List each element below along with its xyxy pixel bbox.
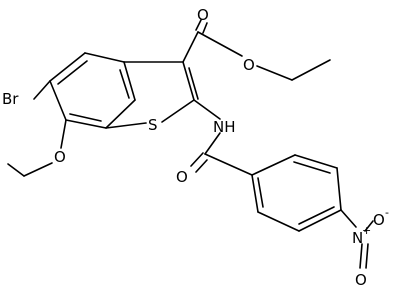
atom-label-s: S (148, 116, 158, 134)
atom-label-o-nitro-bottom: O (355, 271, 367, 289)
ester-bonds (182, 19, 331, 81)
nitrophenyl-ring-bonds (251, 154, 342, 232)
atom-label-o-ester-single: O (243, 56, 255, 74)
benzene-ring-bonds (49, 52, 136, 129)
atom-label-o-ether: O (54, 148, 66, 166)
atom-label-o-ester-carbonyl: O (197, 6, 209, 24)
amide-bonds (190, 99, 253, 176)
nitro-n-o-single-bond (364, 220, 374, 232)
nitro-bonds (340, 209, 369, 269)
atom-label-n-nitro: N (352, 229, 363, 247)
atom-label-nh: NH (213, 118, 236, 136)
atom-label-o-amide: O (176, 168, 188, 186)
nitro-minus-charge: - (385, 206, 389, 219)
substituent-bonds (7, 80, 67, 177)
atom-label-o-nitro-top: O (373, 211, 385, 229)
atom-label-br: Br (2, 90, 19, 108)
thiophene-ring-bonds (105, 61, 199, 129)
nitro-plus-charge: + (362, 224, 371, 237)
